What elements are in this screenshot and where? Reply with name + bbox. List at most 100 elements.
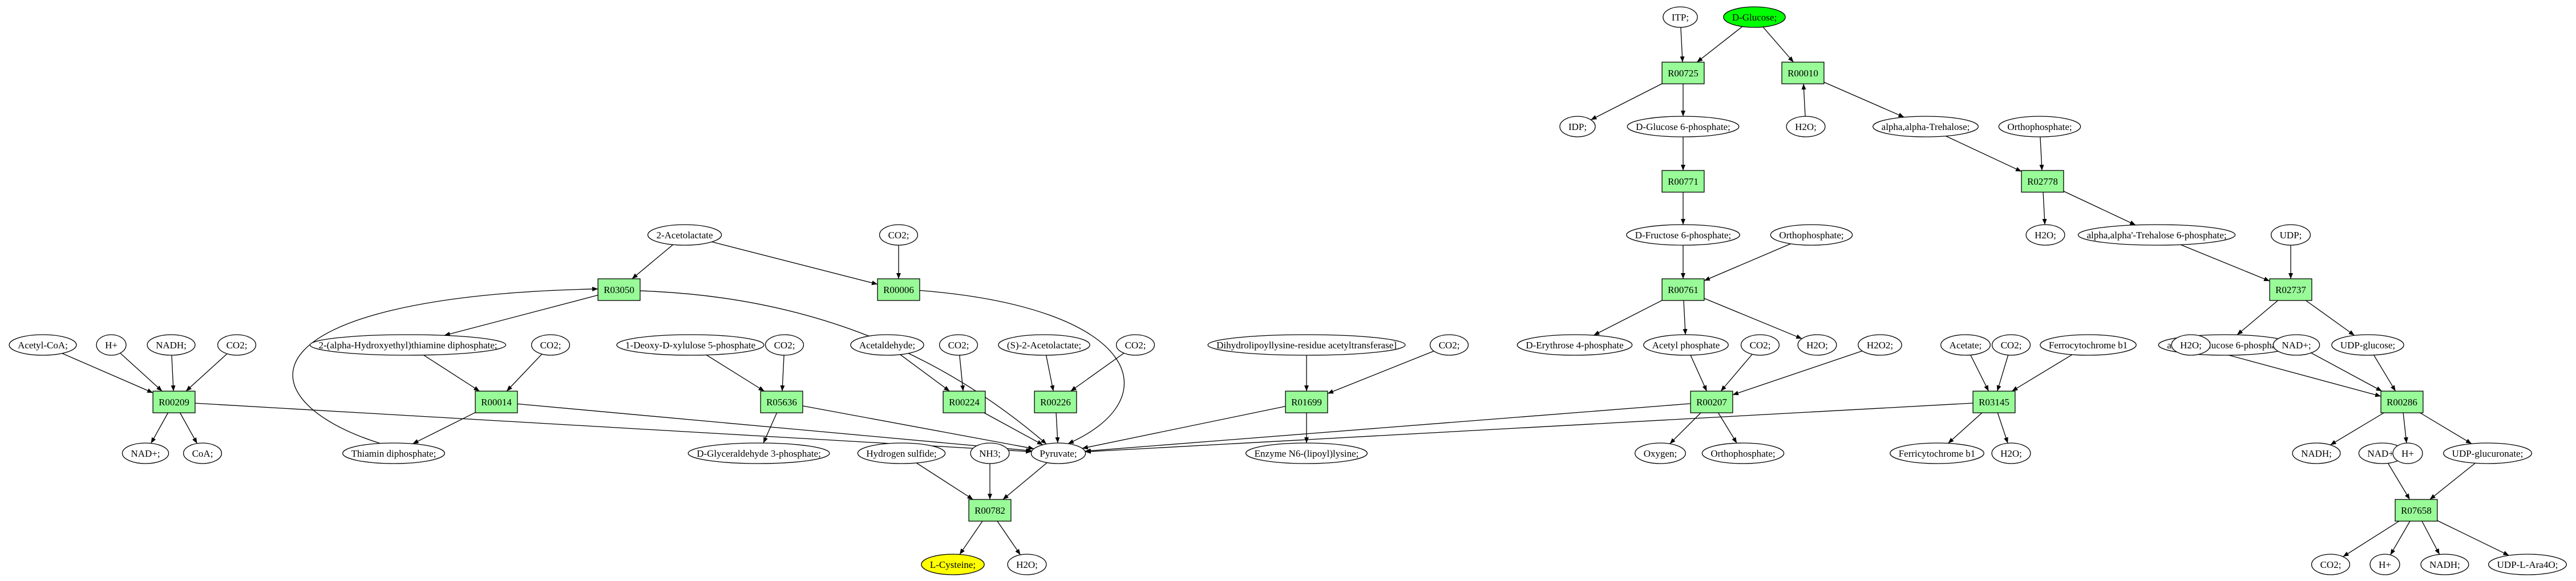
reaction-box [877, 278, 920, 301]
edge-r00209-to-nadp_r209 [151, 412, 169, 444]
metabolite-ellipse [1626, 224, 1740, 246]
node-label: D-Glucose; [1732, 12, 1777, 23]
reaction-box [943, 391, 986, 413]
edge-acetylcoa-to-r00209 [62, 353, 153, 393]
edge-co2_r14-to-r00014 [506, 354, 543, 392]
edge-r03050-to-hetdp [444, 295, 598, 336]
metabolite-node-h2o_r2778: H2O; [2025, 224, 2065, 246]
edge-r07658-to-co2_r7658 [2343, 521, 2400, 557]
metabolite-ellipse [1873, 116, 1979, 137]
metabolite-ellipse [2420, 554, 2469, 575]
edge-r00226-to-pyruvate [1055, 412, 1060, 444]
reaction-box [2021, 170, 2064, 193]
metabolite-node-co2_r209: CO2; [217, 334, 257, 356]
node-label: H2O; [1806, 340, 1828, 351]
metabolite-node-nadh_r286: NADH; [2292, 442, 2341, 464]
metabolite-ellipse [2443, 442, 2532, 464]
node-label: R00014 [481, 397, 512, 408]
metabolite-node-tre6p: alpha,alpha'-Trehalose 6-phosphate; [2077, 224, 2236, 246]
metabolite-ellipse [857, 442, 946, 464]
metabolite-ellipse [1245, 442, 1368, 464]
node-label: 2-Acetolactate [656, 230, 713, 241]
metabolite-ellipse [1991, 442, 2031, 464]
edge-r03145-to-ferricyt [1947, 412, 1983, 444]
metabolite-node-dihydro: Dihydrolipoyllysine-residue acetyltransf… [1207, 334, 1406, 356]
node-label: NADH; [2301, 448, 2332, 459]
edge-h2o_r10-to-r00010 [1801, 83, 1806, 117]
reaction-box [1661, 170, 1705, 193]
metabolite-ellipse [1627, 116, 1740, 137]
edge-pyruvate-to-r00782 [1002, 462, 1048, 500]
metabolite-node-h2o_r286: H2O; [2171, 334, 2211, 356]
edge-r00014-to-pyruvate [517, 403, 1032, 453]
reaction-node-r00207: R00207 [1690, 391, 1733, 413]
node-label: D-Erythrose 4-phosphate [1526, 340, 1623, 351]
metabolite-ellipse [850, 334, 924, 356]
reaction-box [1661, 62, 1705, 84]
metabolite-node-itp: ITP; [1663, 6, 1698, 28]
metabolite-node-nadh_r7658: NADH; [2420, 554, 2469, 575]
metabolite-node-thiamin: Thiamin diphosphate; [342, 442, 446, 464]
edge-h2o2-to-r00207 [1732, 350, 1863, 396]
metabolite-node-acetylcoa: Acetyl-CoA; [9, 334, 77, 356]
metabolite-node-h2o_r3145: H2O; [1991, 442, 2031, 464]
metabolite-node-co2_r7658: CO2; [2311, 554, 2351, 575]
node-label: D-Glyceraldehyde 3-phosphate; [697, 448, 821, 459]
edge-acetaldehyde-to-r00224 [900, 354, 950, 392]
node-label: D-Glucose 6-phosphate; [1636, 121, 1730, 132]
reaction-node-r00226: R00226 [1034, 391, 1077, 413]
node-label: NH3; [979, 448, 1001, 459]
reaction-node-r00209: R00209 [152, 391, 196, 413]
node-label: Ferrocytochrome b1 [2049, 340, 2128, 351]
node-label: UDP-glucuronate; [2452, 448, 2524, 459]
reaction-node-r05636: R05636 [760, 391, 803, 413]
metabolite-ellipse [1517, 334, 1633, 356]
metabolite-ellipse [2392, 442, 2423, 464]
node-label: 2-(alpha-Hydroxyethyl)thiamine diphospha… [319, 340, 498, 351]
node-label: R00725 [1668, 68, 1699, 79]
metabolite-ellipse [1991, 334, 2031, 356]
node-label: NAD+; [131, 448, 160, 459]
metabolite-node-nadp_r7658: NAD+; [2358, 442, 2406, 464]
metabolite-node-h2o2: H2O2; [1858, 334, 1902, 356]
metabolite-node-dg6p: D-Glucose 6-phosphate; [1627, 116, 1740, 137]
metabolite-node-h2o_r10: H2O; [1786, 116, 1826, 137]
metabolite-node-co2_r226: CO2; [1115, 334, 1155, 356]
node-label: Ferricytochrome b1 [1899, 448, 1976, 459]
metabolite-ellipse [2171, 334, 2211, 356]
node-label: Acetyl-CoA; [18, 340, 68, 351]
edge-trehalose-to-r02778 [1946, 136, 2022, 172]
edge-co2_r3145-to-r03145 [1996, 355, 2009, 392]
node-label: L-Cysteine; [930, 559, 976, 570]
reaction-box [1661, 278, 1705, 301]
metabolite-ellipse [2331, 334, 2404, 356]
metabolite-node-hplus_r286: H+ [2392, 442, 2423, 464]
metabolite-ellipse [688, 442, 830, 464]
edge-r00725-to-idp [1591, 83, 1663, 120]
node-label: R00771 [1668, 176, 1699, 187]
metabolite-ellipse [970, 442, 1010, 464]
edge-r07658-to-hplus_r7658 [2390, 521, 2411, 555]
metabolite-ellipse [217, 334, 257, 356]
metabolite-node-h2s: Hydrogen sulfide; [857, 442, 946, 464]
metabolite-node-hetdp: 2-(alpha-Hydroxyethyl)thiamine diphospha… [309, 334, 507, 356]
reaction-node-r00014: R00014 [475, 391, 518, 413]
metabolite-node-sacetolactate: (S)-2-Acetolactate; [998, 334, 1090, 356]
edge-r00014-to-thiamin [413, 412, 476, 444]
node-label: UDP-L-Ara4O; [2497, 559, 2558, 570]
edge-co2_r1699-to-r01699 [1327, 351, 1434, 394]
reaction-box [2269, 278, 2312, 301]
node-label: IDP; [1568, 121, 1587, 132]
reaction-box [152, 391, 196, 413]
edge-r03145-to-h2o_r3145 [1997, 412, 2008, 444]
node-label: R03050 [604, 285, 634, 295]
metabolite-node-h2o_r761: H2O; [1797, 334, 1837, 356]
reaction-box [968, 499, 1012, 522]
edge-r00286-to-hplus_r286 [2403, 412, 2408, 444]
node-label: Acetyl phosphate [1652, 340, 1720, 351]
reaction-node-r00771: R00771 [1661, 170, 1705, 193]
edge-r05636-to-pyruvate [802, 405, 1034, 450]
metabolite-ellipse [342, 442, 446, 464]
edge-r00006-to-pyruvate [919, 290, 1125, 444]
